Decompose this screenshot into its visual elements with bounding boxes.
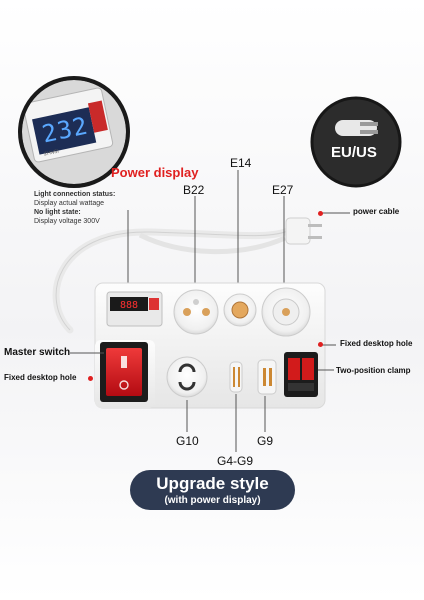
badge-subtitle: (with power display)	[164, 495, 261, 506]
power-display-label: Power display	[111, 165, 199, 180]
eu-us-label: EU/US	[331, 144, 377, 161]
socket-g4-g9	[229, 361, 243, 393]
g4-g9-label: G4-G9	[217, 454, 254, 468]
master-switch-rocker	[106, 348, 142, 396]
socket-e27	[261, 287, 311, 337]
e27-label: E27	[272, 183, 294, 197]
power-cable-label: power cable	[353, 207, 400, 216]
socket-b22	[173, 289, 219, 335]
socket-e14	[223, 293, 257, 327]
light-connection-status-label: Light connection status:	[34, 191, 116, 198]
e14-label: E14	[230, 156, 252, 170]
display-wattage-text: Display actual wattage	[34, 200, 105, 207]
g9-label: G9	[257, 434, 274, 448]
upgrade-style-badge: Upgrade style (with power display)	[130, 470, 295, 510]
meter-strip-digits: 888	[120, 300, 138, 311]
power-cable-edge	[55, 229, 291, 331]
power-cable-dot	[318, 211, 323, 216]
badge-title: Upgrade style	[156, 474, 269, 493]
two-position-clamp-label: Two-position clamp	[336, 366, 411, 375]
master-switch-label: Master switch	[4, 347, 71, 358]
meter-zoom-circle	[18, 76, 130, 188]
power-cable-loop	[138, 232, 287, 255]
fixed-hole-right-label: Fixed desktop hole	[340, 339, 413, 348]
eu-us-plug-circle	[310, 96, 402, 188]
display-voltage-text: Display voltage 300V	[34, 218, 100, 225]
fixed-hole-left-dot	[88, 376, 93, 381]
fixed-hole-right-dot	[318, 342, 323, 347]
fixed-hole-left-label: Fixed desktop hole	[4, 373, 77, 382]
b22-label: B22	[183, 183, 205, 197]
no-light-state-label: No light state:	[34, 209, 81, 216]
g10-label: G10	[176, 434, 199, 448]
power-plug	[285, 217, 322, 245]
socket-g10	[166, 356, 208, 398]
meter-on-strip: 888	[106, 291, 163, 327]
socket-g9	[257, 359, 277, 395]
two-position-clamp	[284, 352, 318, 397]
